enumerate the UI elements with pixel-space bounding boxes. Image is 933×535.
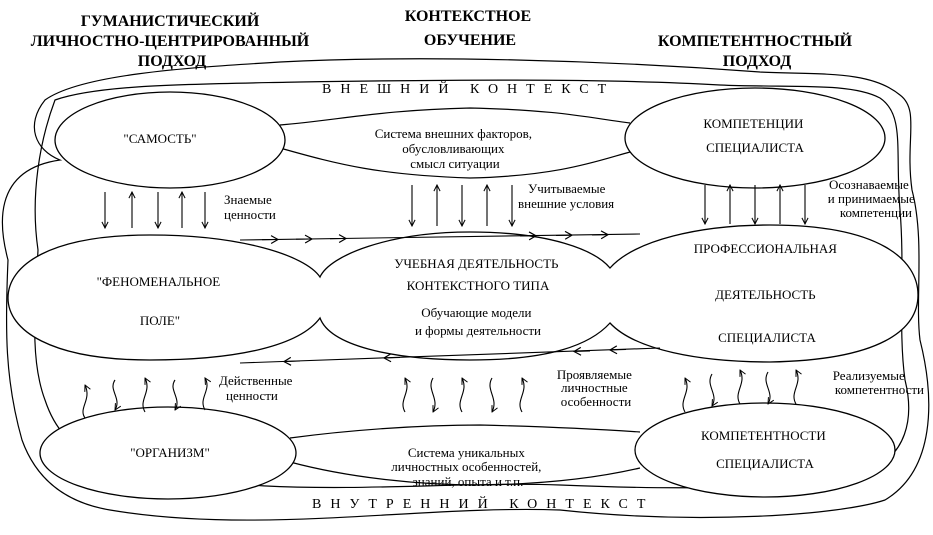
external-factors-label: Система внешних факторов, обусловливающи… [375,126,536,171]
top-connector-band [279,107,631,179]
top-left-arrows [105,192,205,228]
unique-traits-label: Система уникальных личностных особенност… [391,445,544,489]
bottom-connector-band [289,424,641,486]
organism-node [39,406,297,500]
self-node-label: "САМОСТЬ" [123,131,196,146]
active-values-label: Действенные ценности [219,373,296,403]
organism-node-label: "ОРГАНИЗМ" [130,445,210,460]
header-contextual: КОНТЕКСТНОЕ ОБУЧЕНИЕ [405,8,535,49]
known-values-label: Знаемые ценности [224,192,276,222]
professional-activity-label: ПРОФЕССИОНАЛЬНАЯ ДЕЯТЕЛЬНОСТЬ СПЕЦИАЛИСТ… [694,241,840,345]
accepted-competencies-label: Осознаваемые и принимаемые компетенции [828,177,918,220]
considered-conditions-label: Учитываемые внешние условия [518,181,614,211]
competence-node [634,402,896,498]
competencies-node [624,87,886,189]
bottom-left-wavy-arrows [82,378,207,419]
self-node [54,91,286,189]
manifested-traits-label: Проявляемые личностные особенности [557,367,635,409]
forward-flow-line [239,230,641,245]
bottom-center-wavy-arrows [402,378,524,412]
backward-flow-line [239,345,661,366]
header-humanistic: ГУМАНИСТИЧЕСКИЙ ЛИЧНОСТНО-ЦЕНТРИРОВАННЫЙ… [31,11,313,70]
bottom-right-wavy-arrows [682,370,798,413]
header-competence: КОМПЕТЕНТНОСТНЫЙ ПОДХОД [658,31,856,70]
outer-contour [1,58,930,521]
external-context-label: ВНЕШНИЙ КОНТЕКСТ [322,80,615,97]
realized-competence-label: Реализуемые компетентности [833,368,924,397]
learning-activity-label: УЧЕБНАЯ ДЕЯТЕЛЬНОСТЬ КОНТЕКСТНОГО ТИПА [394,256,562,293]
learning-models-label: Обучающие модели и формы деятельности [415,305,541,338]
competence-node-label: КОМПЕТЕНТНОСТИ СПЕЦИАЛИСТА [701,428,829,471]
phenomenal-field-label: "ФЕНОМЕНАЛЬНОЕ ПОЛЕ" [97,274,224,328]
top-right-arrows [705,185,805,224]
top-center-arrows [412,185,512,226]
internal-context-label: ВНУТРЕННИЙ КОНТЕКСТ [312,495,654,512]
inner-contour [34,79,910,489]
competencies-node-label: КОМПЕТЕНЦИИ СПЕЦИАЛИСТА [703,116,806,155]
middle-lobes [7,224,919,363]
